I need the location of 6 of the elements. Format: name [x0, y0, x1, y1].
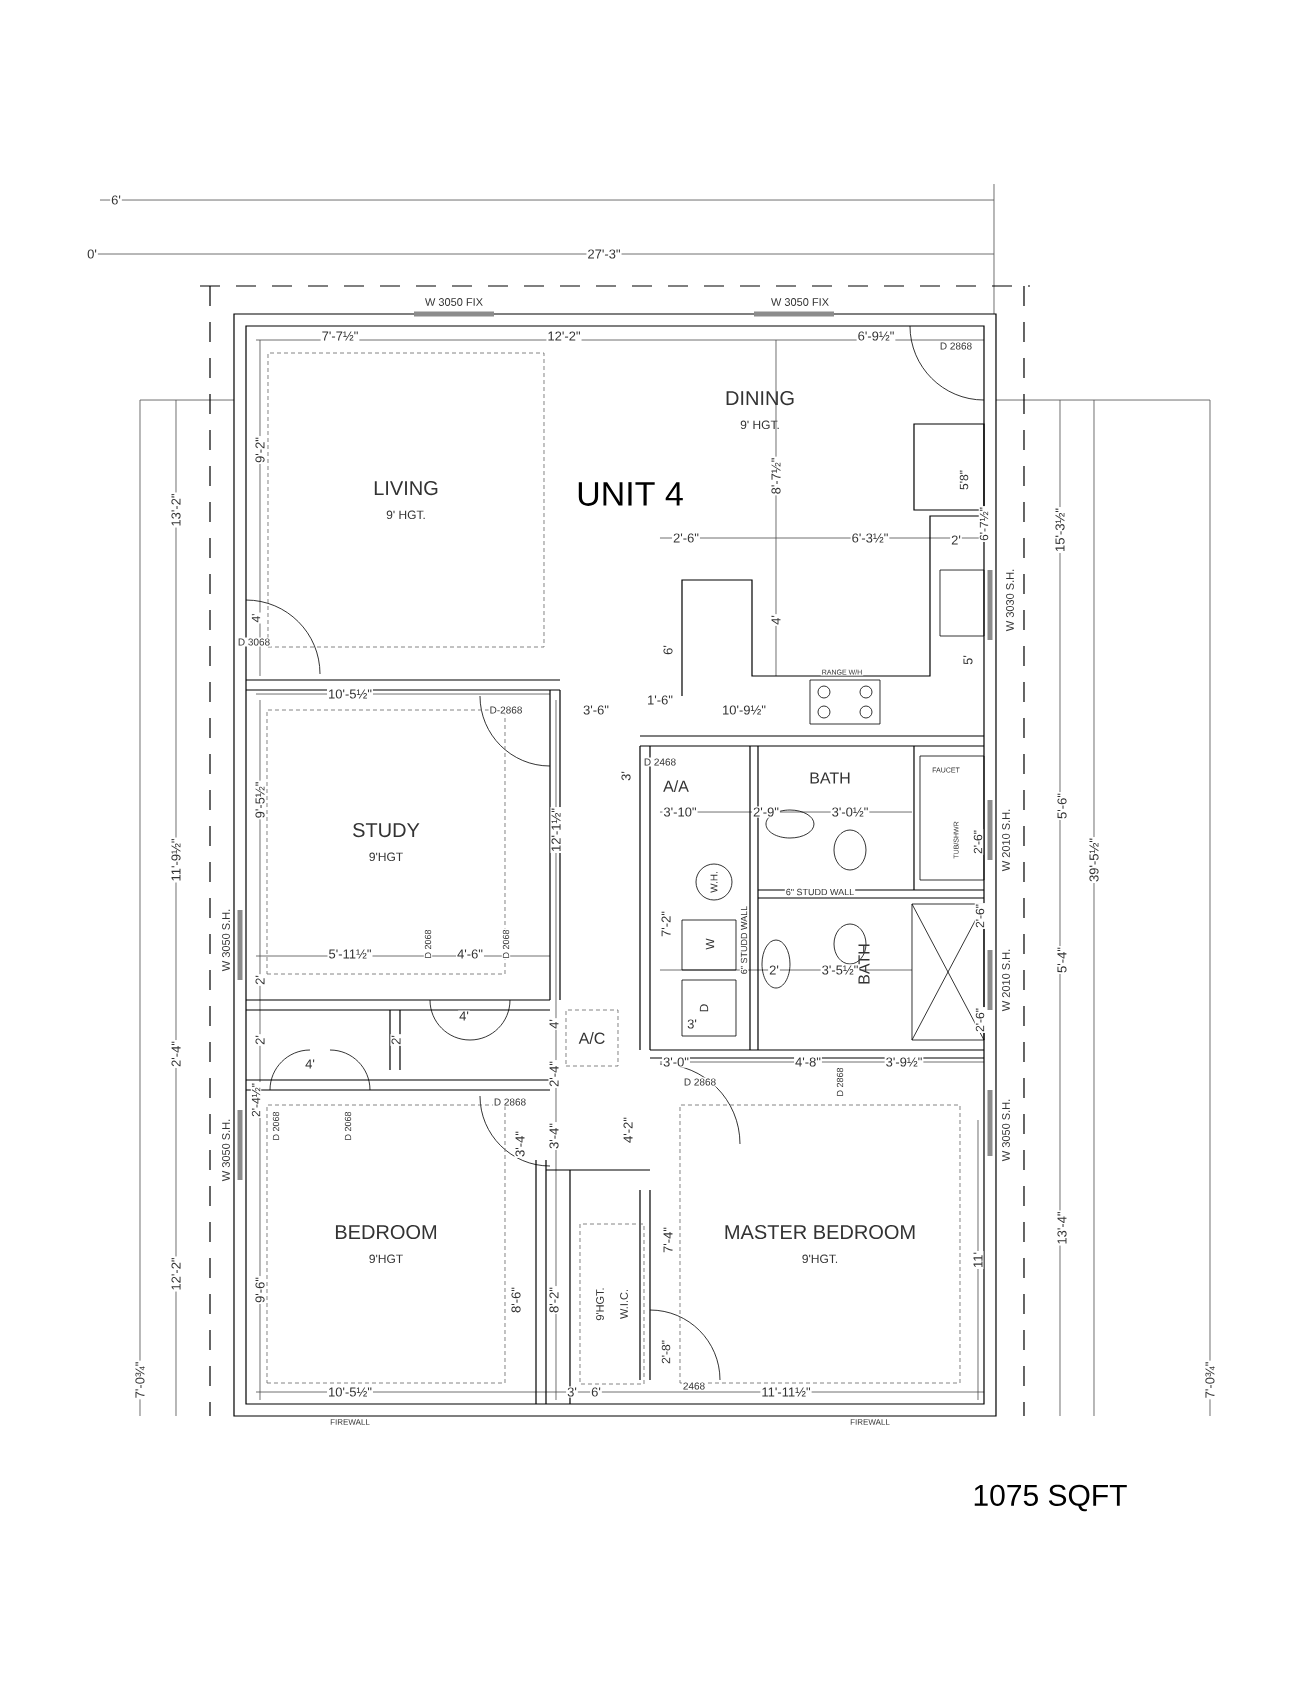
room-label: BATH — [810, 772, 850, 784]
unit-title: UNIT 4 — [578, 482, 683, 506]
room-label: A/A — [663, 780, 689, 792]
room-area: A/C — [565, 1009, 619, 1067]
room-label: BATH — [858, 944, 870, 984]
area-caption: 1075 SQFT — [974, 1484, 1127, 1512]
